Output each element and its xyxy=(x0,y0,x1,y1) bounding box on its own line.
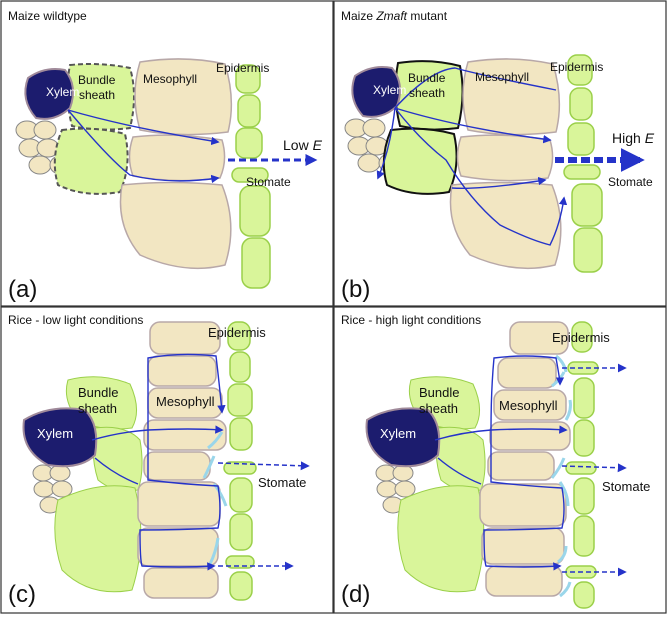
panel-b-bundle-sheath-lower xyxy=(382,127,458,195)
panel-a-flow-paths xyxy=(67,109,220,184)
panel-c-mesophyll-label: Mesophyll xyxy=(156,394,215,409)
panel-c-epidermis-label: Epidermis xyxy=(208,325,266,340)
panel-c: Rice - low light conditions (c) xyxy=(0,306,334,614)
panel-b-epidermis-label: Epidermis xyxy=(550,60,603,74)
panel-b-mesophyll-label: Mesophyll xyxy=(475,70,529,84)
panel-a-epidermis-label: Epidermis xyxy=(216,61,269,75)
panel-d-bundle-sheath-middle xyxy=(435,426,486,492)
panel-a-bundle-sheath-lower xyxy=(53,127,129,195)
panel-c-xylem xyxy=(22,407,98,468)
panel-a-letter: (a) xyxy=(8,276,37,303)
panel-d-flow-paths xyxy=(434,355,568,571)
panel-c-epidermis xyxy=(223,321,257,601)
panel-d: Rice - high light conditions (d) xyxy=(333,306,667,614)
panel-d-stomate-arrow-middle xyxy=(561,463,627,473)
panel-b-flux-label: High E xyxy=(612,130,655,146)
panel-c-bundle-sheath-lower xyxy=(54,485,142,593)
panel-a-xylem xyxy=(24,68,75,120)
panel-d-bundle-sheath-lower xyxy=(397,485,485,593)
panel-b-flow-paths xyxy=(376,67,568,246)
panel-a-bundle-label-1: Bundle xyxy=(78,73,116,87)
panel-b-title: Maize Zmaft mutant xyxy=(341,9,448,23)
panel-b-mesophyll-middle xyxy=(456,134,554,182)
panel-d-xylem xyxy=(365,407,441,468)
panel-c-stomate-arrow-upper xyxy=(217,461,310,471)
panel-b-stomate-label: Stomate xyxy=(608,175,653,189)
panel-d-epidermis-label: Epidermis xyxy=(552,330,610,345)
panel-d-bundle-label-1: Bundle xyxy=(419,385,459,400)
panel-a-mesophyll-middle xyxy=(128,134,226,182)
panel-a-epidermis xyxy=(231,64,271,289)
panel-d-mesophyll-label: Mesophyll xyxy=(499,398,558,413)
panel-b-letter: (b) xyxy=(341,276,370,303)
panel-c-bundle-label-1: Bundle xyxy=(78,385,118,400)
panel-a-flux-label: Low E xyxy=(283,137,323,153)
panel-b-bundle-label-2: sheath xyxy=(409,86,445,100)
panel-a-bundle-label-2: sheath xyxy=(79,88,115,102)
panel-a-mesophyll-label: Mesophyll xyxy=(143,72,197,86)
panel-a-title: Maize wildtype xyxy=(8,9,87,23)
panel-c-letter: (c) xyxy=(8,581,36,608)
panel-c-xylem-label: Xylem xyxy=(37,426,73,441)
panel-d-letter: (d) xyxy=(341,581,370,608)
panel-b-epidermis xyxy=(563,54,603,273)
panel-d-water-films xyxy=(550,354,572,598)
panel-c-bundle-sheath-middle xyxy=(92,426,143,492)
panel-a-xylem-label: Xylem xyxy=(46,85,79,99)
panel-a-mesophyll-lower xyxy=(119,181,232,270)
panel-a-vascular-cells xyxy=(15,120,71,175)
panel-d-xylem-label: Xylem xyxy=(380,426,416,441)
panel-d-epidermis xyxy=(565,321,599,609)
panel-d-stomate-label: Stomate xyxy=(602,479,650,494)
panel-c-bundle-label-2: sheath xyxy=(78,401,117,416)
panel-d-title: Rice - high light conditions xyxy=(341,313,481,327)
panel-b-vascular-cells xyxy=(344,118,400,173)
panel-d-bundle-label-2: sheath xyxy=(419,401,458,416)
panel-a-mesophyll-upper xyxy=(134,58,233,136)
panel-c-stomate-label: Stomate xyxy=(258,475,306,490)
panel-c-flow-paths xyxy=(91,353,226,571)
panel-b: Maize Zmaft mutant (b) Xylem xyxy=(333,0,667,307)
panel-b-bundle-label-1: Bundle xyxy=(408,71,446,85)
panel-a: Maize wildtype (a) Xylem Bundle shea xyxy=(0,0,334,307)
panel-a-stomate-label: Stomate xyxy=(246,175,291,189)
panel-b-xylem-label: Xylem xyxy=(373,83,406,97)
panel-c-title: Rice - low light conditions xyxy=(8,313,143,327)
panel-a-bundle-sheath-upper xyxy=(66,63,135,131)
panel-b-mesophyll-upper xyxy=(462,58,561,136)
